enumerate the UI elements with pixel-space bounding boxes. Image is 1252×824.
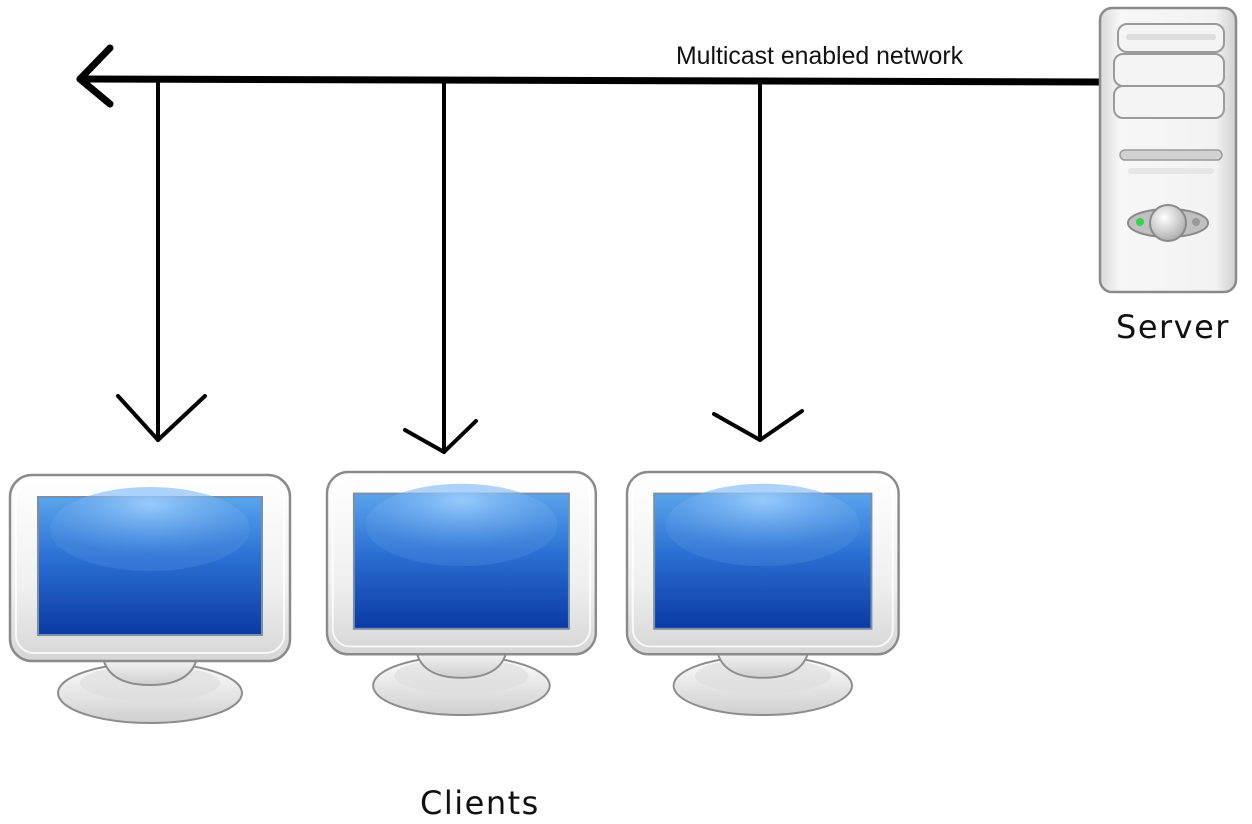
arrowhead-left-icon xyxy=(76,44,114,108)
server-tower-icon xyxy=(1098,6,1238,294)
clients-label: Clients xyxy=(420,784,540,822)
network-line xyxy=(76,44,1104,108)
server-label: Server xyxy=(1116,308,1230,346)
network-label: Multicast enabled network xyxy=(676,42,963,70)
drop-arrow-2 xyxy=(403,78,478,454)
client-monitor-3 xyxy=(625,470,900,717)
monitor-icon xyxy=(625,470,900,717)
client-monitor-2 xyxy=(325,470,598,717)
drop-arrow-1 xyxy=(116,78,207,442)
monitor-icon xyxy=(8,473,292,725)
drop-arrow-3 xyxy=(712,80,804,442)
monitor-icon xyxy=(325,470,598,717)
power-led-icon xyxy=(1136,218,1144,226)
client-monitor-1 xyxy=(8,473,292,725)
